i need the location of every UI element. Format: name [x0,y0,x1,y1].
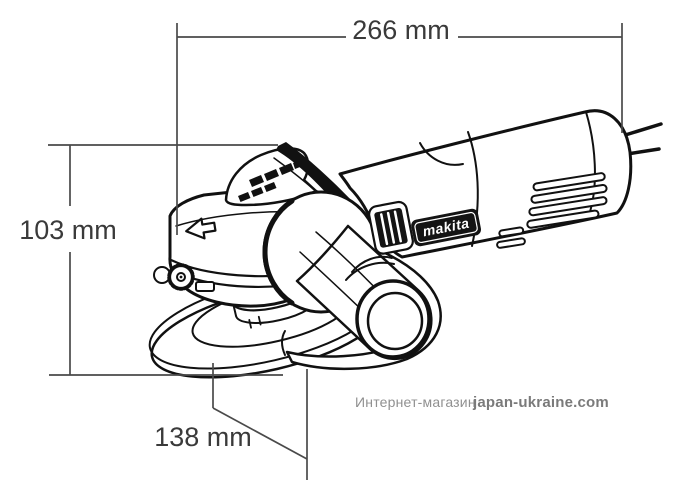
dimension-overall-length: 266 mm [176,15,623,235]
dimension-label-length: 266 mm [352,15,450,45]
vent-slats [496,172,608,249]
watermark-site-label: japan-ukraine.com [472,394,609,411]
watermark: Интернет-магазин japan-ukraine.com [355,394,609,411]
dimension-guard-width: 138 mm [154,363,308,480]
dimension-overall-height: 103 mm [19,144,283,376]
spindle-lock-button [153,263,195,291]
slide-switch [368,200,414,255]
dimension-label-height: 103 mm [19,215,117,245]
power-cable-icon [620,122,663,156]
watermark-store-label: Интернет-магазин [355,394,476,410]
dimension-label-guard: 138 mm [154,422,252,452]
handle-end-cap [355,279,431,359]
side-handle-grip [295,224,433,361]
makita-logo: makita [411,208,482,247]
dimension-line-oblique [212,407,308,460]
angle-grinder-drawing: makita [148,109,663,379]
rotation-arrow-icon [185,217,217,240]
